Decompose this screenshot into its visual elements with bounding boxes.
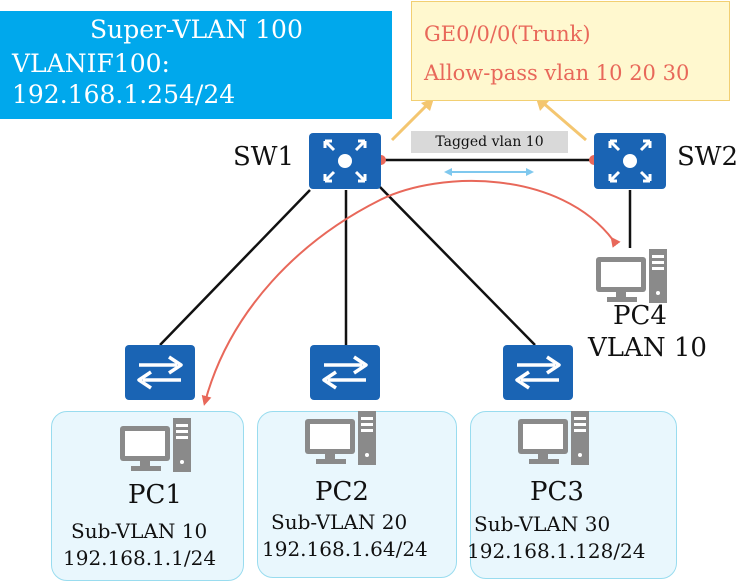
pc1-computer-icon bbox=[120, 418, 191, 472]
access-switch-3-icon bbox=[501, 343, 575, 402]
pc2-ip: 192.168.1.64/24 bbox=[262, 537, 428, 561]
sw2-router-switch-icon bbox=[592, 131, 668, 191]
link-sw1-pc1 bbox=[159, 189, 311, 346]
callout-arrow-sw2 bbox=[541, 100, 587, 142]
callout-arrow-sw1 bbox=[390, 100, 432, 142]
trunk-callout-box: GE0/0/0(Trunk) Allow-pass vlan 10 20 30 bbox=[411, 1, 730, 101]
pc4-vlan-label: VLAN 10 bbox=[588, 333, 707, 363]
super-vlan-box: Super-VLAN 100 VLANIF100: 192.168.1.254/… bbox=[0, 11, 392, 119]
pc3-ip: 192.168.1.128/24 bbox=[467, 539, 646, 563]
pc3-label: PC3 bbox=[530, 477, 584, 507]
access-switch-1-icon bbox=[123, 343, 197, 402]
super-vlan-title: Super-VLAN 100 bbox=[90, 15, 303, 44]
pc3-subvlan: Sub-VLAN 30 bbox=[474, 512, 611, 536]
pc2-computer-icon bbox=[305, 411, 376, 465]
pc1-subvlan: Sub-VLAN 10 bbox=[71, 519, 208, 543]
link-sw1-pc3 bbox=[377, 184, 536, 346]
pc4-label: PC4 bbox=[613, 301, 667, 331]
pc2-group bbox=[257, 411, 457, 578]
access-switch-2-icon bbox=[308, 343, 382, 402]
trunk-allow-pass-label: Allow-pass vlan 10 20 30 bbox=[424, 61, 690, 85]
pc2-subvlan: Sub-VLAN 20 bbox=[271, 510, 408, 534]
pc1-label: PC1 bbox=[128, 480, 182, 510]
pc2-label: PC2 bbox=[315, 477, 369, 507]
pc1-ip: 192.168.1.1/24 bbox=[63, 546, 217, 570]
sw2-label: SW2 bbox=[677, 142, 739, 172]
pc3-computer-icon bbox=[518, 411, 589, 465]
tagged-vlan-label: Tagged vlan 10 bbox=[411, 131, 568, 153]
flow-arrow-pc4-pc1 bbox=[201, 179, 621, 406]
pc4-computer-icon bbox=[596, 249, 667, 303]
sw1-router-switch-icon bbox=[307, 131, 383, 191]
sw1-label: SW1 bbox=[233, 142, 295, 172]
vlanif-ip: 192.168.1.254/24 bbox=[12, 80, 236, 109]
vlanif-label: VLANIF100: bbox=[12, 49, 170, 78]
trunk-port-label: GE0/0/0(Trunk) bbox=[424, 22, 591, 46]
